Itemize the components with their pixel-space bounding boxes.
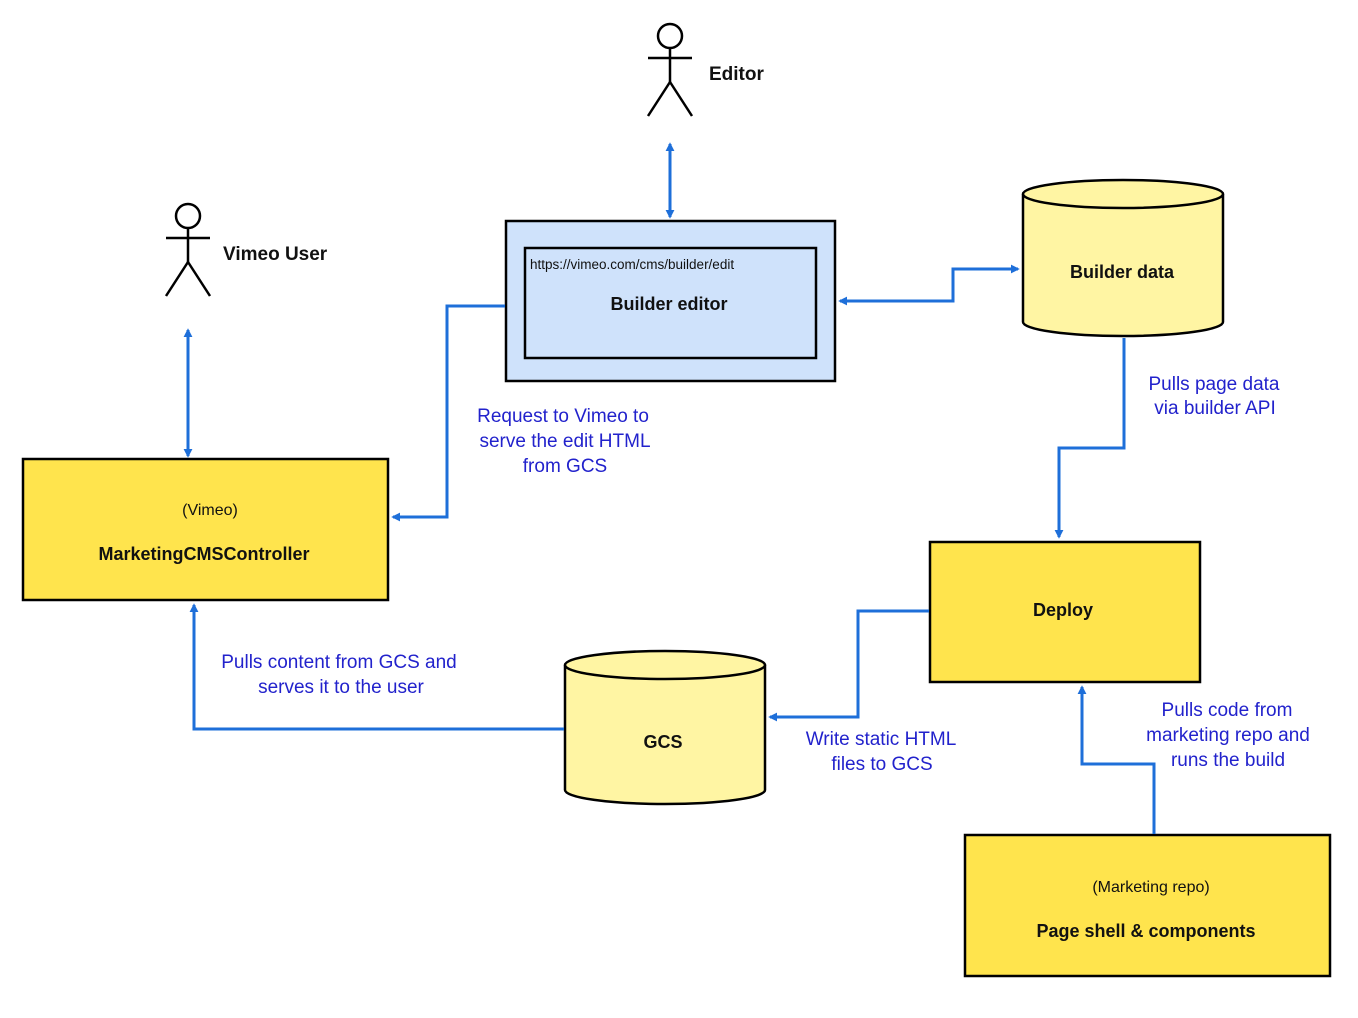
edge-label-line: Request to Vimeo to (477, 406, 649, 427)
edge-label-line: from GCS (523, 456, 607, 477)
request-to-vimeo-label: Request to Vimeo to serve the edit HTML … (477, 406, 650, 477)
edge-label-line: marketing repo and (1146, 725, 1310, 746)
edge-label-line: serves it to the user (258, 677, 424, 698)
gcs-to-controller-arrow (189, 603, 564, 731)
deploy-label: Deploy (1033, 600, 1093, 620)
pulls-page-data-label: Pulls page data via builder API (1149, 374, 1280, 419)
editor-actor-label: Editor (709, 64, 764, 85)
edge-label-line: Write static HTML (806, 729, 957, 750)
deploy-to-gcs-arrow (768, 609, 929, 722)
builder-editor-node: https://vimeo.com/cms/builder/edit Build… (504, 219, 837, 383)
gcs-label: GCS (643, 732, 682, 752)
write-static-label: Write static HTML files to GCS (806, 729, 957, 775)
builder-data-arrow (838, 264, 1020, 306)
pulls-content-label: Pulls content from GCS and serves it to … (221, 652, 457, 698)
gcs-cylinder: GCS (563, 649, 767, 806)
edge-label-line: Pulls page data (1149, 374, 1280, 395)
edge-label-line: serve the edit HTML (479, 431, 650, 452)
editor-actor-icon (646, 22, 694, 117)
edge-label-line: via builder API (1154, 398, 1275, 419)
edge-label-line: runs the build (1171, 750, 1285, 771)
edge-label-line: Pulls content from GCS and (221, 652, 457, 673)
controller-title: MarketingCMSController (98, 544, 309, 564)
vimeo-user-actor-icon (164, 202, 212, 297)
builder-editor-title: Builder editor (610, 294, 727, 314)
builder-to-controller-arrow (391, 304, 505, 522)
deploy-node: Deploy (928, 540, 1202, 684)
marketing-repo-node: (Marketing repo) Page shell & components (963, 833, 1332, 978)
marketing-repo-title: Page shell & components (1036, 921, 1255, 941)
builder-editor-url: https://vimeo.com/cms/builder/edit (530, 257, 734, 272)
controller-subtitle: (Vimeo) (182, 502, 238, 519)
edge-label-line: Pulls code from (1162, 700, 1293, 721)
data-to-deploy-arrow (1054, 338, 1126, 539)
marketing-repo-subtitle: (Marketing repo) (1092, 879, 1209, 896)
repo-to-deploy-arrow (1077, 685, 1156, 834)
edge-label-line: files to GCS (831, 754, 932, 775)
vimeo-user-actor-label: Vimeo User (223, 244, 328, 265)
pulls-code-label: Pulls code from marketing repo and runs … (1146, 700, 1310, 771)
controller-node: (Vimeo) MarketingCMSController (21, 457, 390, 602)
builder-data-label: Builder data (1070, 262, 1175, 282)
builder-data-cylinder: Builder data (1021, 178, 1225, 338)
